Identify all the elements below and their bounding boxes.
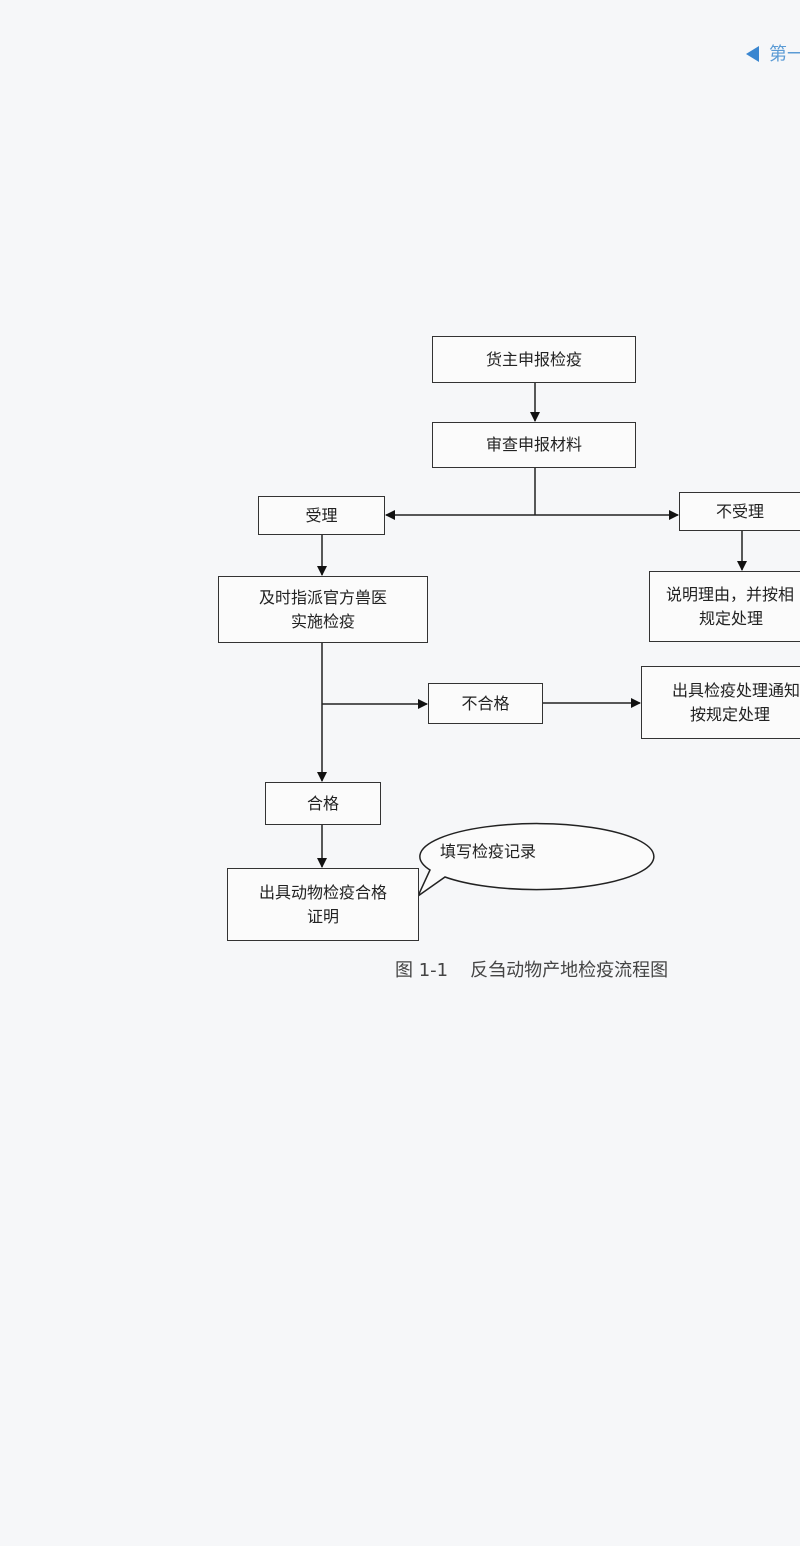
box-label: 受理 <box>305 505 338 525</box>
box-review: 审查申报材料 <box>432 422 636 468</box>
box-accept: 受理 <box>258 496 385 535</box>
box-label: 出具检疫处理通知 <box>672 680 800 700</box>
box-label: 货主申报检疫 <box>485 349 582 369</box>
box-unqualified: 不合格 <box>428 683 543 724</box>
box-label: 说明理由，并按相 <box>666 584 795 604</box>
box-reject: 不受理 <box>679 492 800 531</box>
figure-number: 图 1-1 <box>395 960 449 981</box>
callout-text: 填写检疫记录 <box>440 842 537 861</box>
triangle-left-icon <box>746 46 759 62</box>
box-reject-action: 说明理由，并按相规定处理 <box>649 571 800 642</box>
box-qualified: 合格 <box>265 782 381 825</box>
box-declare: 货主申报检疫 <box>432 336 636 383</box>
callout-bubble <box>416 822 655 899</box>
box-certificate: 出具动物检疫合格证明 <box>227 868 419 941</box>
box-assign-vet: 及时指派官方兽医实施检疫 <box>218 576 428 643</box>
box-label: 不受理 <box>716 501 765 521</box>
box-label: 按规定处理 <box>690 704 771 724</box>
box-unqualified-action: 出具检疫处理通知按规定处理 <box>641 666 800 739</box>
box-label: 及时指派官方兽医 <box>258 587 387 607</box>
box-label: 不合格 <box>461 693 510 713</box>
box-label: 规定处理 <box>699 608 764 628</box>
figure-title: 反刍动物产地检疫流程图 <box>470 960 669 981</box>
box-label: 审查申报材料 <box>485 435 582 454</box>
chapter-label: 第一 <box>769 44 800 65</box>
box-label: 实施检疫 <box>290 611 355 631</box>
box-label: 合格 <box>306 793 339 813</box>
chapter-header: 第一 <box>746 40 800 66</box>
box-label: 证明 <box>306 906 339 926</box>
figure-caption: 图 1-1 反刍动物产地检疫流程图 <box>395 956 668 982</box>
box-label: 出具动物检疫合格 <box>258 882 387 902</box>
